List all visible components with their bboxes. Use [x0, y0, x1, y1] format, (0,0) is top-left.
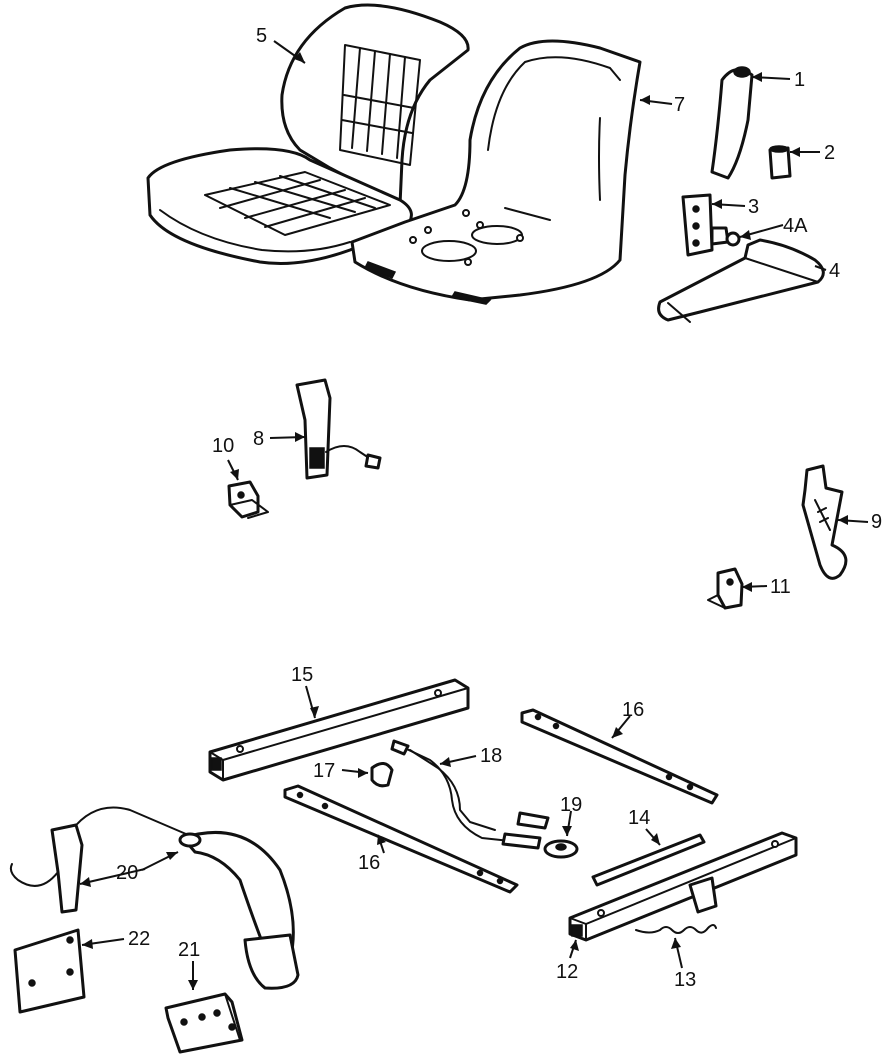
callout-10: 10 [212, 435, 234, 457]
callout-9: 9 [871, 511, 882, 533]
armrest [657, 238, 825, 323]
callout-16-right: 16 [622, 699, 644, 721]
seat-belt-buckle-right [295, 378, 382, 480]
callout-4: 4 [829, 260, 840, 282]
callout-13: 13 [674, 969, 696, 991]
latch-rod [591, 833, 706, 887]
mounting-plate [13, 928, 86, 1014]
seat-cushion-bottom [146, 147, 413, 265]
seat-belt-buckle-left [801, 464, 848, 580]
callout-5: 5 [256, 25, 267, 47]
wiring-harness [390, 739, 550, 850]
callout-11: 11 [770, 576, 791, 598]
slide-rail-upper [208, 678, 470, 782]
seat-pan [350, 39, 642, 305]
callout-14: 14 [628, 807, 650, 829]
washer [725, 231, 741, 247]
seat-belt-retractor [9, 806, 300, 990]
slide-plate-left [283, 784, 519, 894]
callout-16-left: 16 [358, 852, 380, 874]
callout-12: 12 [556, 961, 578, 983]
slide-plate-right [520, 708, 719, 805]
switch [543, 839, 579, 859]
slide-rail-lower [568, 831, 798, 942]
spring [635, 924, 717, 934]
clip [370, 762, 394, 788]
callout-19: 19 [560, 794, 582, 816]
callout-labels: 1 2 3 4A 4 5 7 8 9 10 11 12 13 14 15 16 … [116, 25, 882, 991]
callout-2: 2 [824, 142, 835, 164]
armrest-pad [710, 66, 754, 180]
seat-cushion-back [280, 3, 470, 207]
callout-3: 3 [748, 196, 759, 218]
callout-8: 8 [253, 428, 264, 450]
callout-17: 17 [313, 760, 335, 782]
callout-22: 22 [128, 928, 150, 950]
callout-4a: 4A [783, 215, 808, 237]
callout-7: 7 [674, 94, 685, 116]
mounting-bracket-right [707, 567, 744, 610]
angle-bracket [164, 992, 244, 1054]
sleeve [768, 145, 792, 180]
callout-21: 21 [178, 939, 200, 961]
leader-arrowheads [80, 52, 848, 990]
callout-20: 20 [116, 862, 138, 884]
armrest-bracket [681, 193, 730, 257]
callout-18: 18 [480, 745, 502, 767]
callout-1: 1 [794, 69, 805, 91]
mounting-bracket-left [227, 480, 269, 519]
callout-15: 15 [291, 664, 313, 686]
